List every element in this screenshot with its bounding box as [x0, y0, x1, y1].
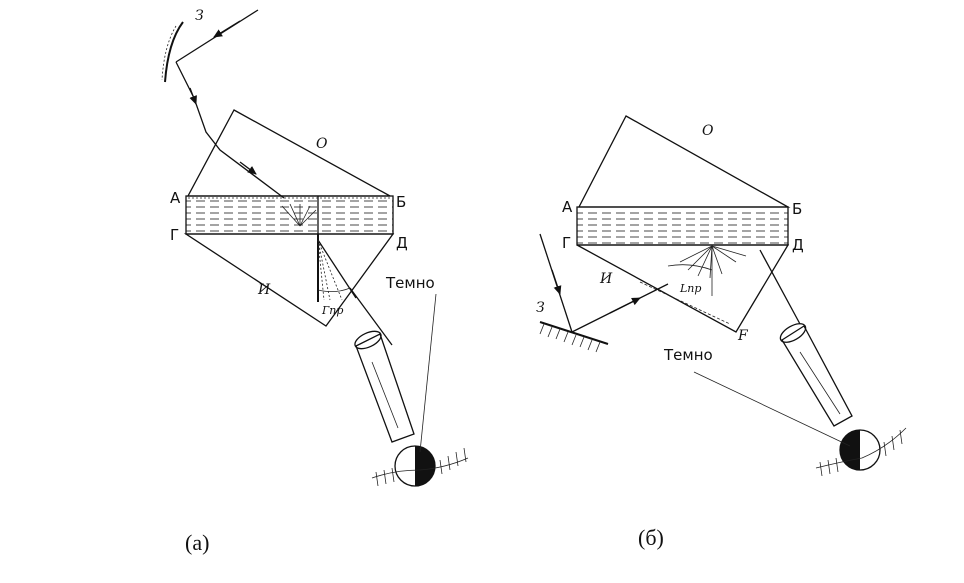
label-d-a: Д: [396, 234, 408, 252]
eyepiece-b: [779, 323, 853, 427]
mirror-a: [164, 21, 184, 83]
mirror-b: [539, 321, 609, 353]
panel-b: З О А Б Г Д И Lпр Темно F (б): [536, 115, 907, 550]
label-angle-a: Гпр: [321, 304, 343, 317]
label-a-a: А: [170, 189, 181, 207]
label-g-b: Г: [562, 234, 571, 252]
scatter-burst-a: [281, 203, 317, 227]
panel-a: З О А Б Г Д И Гпр Темно (а): [161, 8, 469, 555]
reflected-ray-a: [175, 61, 285, 199]
label-top-prism-a: О: [316, 136, 328, 152]
label-mirror-b: З: [536, 300, 545, 316]
label-bottom-prism-a: И: [257, 282, 271, 298]
label-b-a: Б: [396, 193, 406, 211]
bottom-prism-a: [183, 233, 395, 327]
exit-ray-a: [349, 287, 393, 346]
eye-b: [815, 427, 907, 477]
bottom-prism-b: [576, 244, 790, 333]
top-prism-a: [186, 109, 391, 197]
label-bottom-prism-b: И: [599, 271, 613, 287]
label-angle-b: Lпр: [679, 282, 701, 295]
exit-ray-b: [759, 249, 801, 325]
label-f-b: F: [737, 328, 749, 344]
label-top-prism-b: О: [702, 123, 714, 139]
top-prism-b: [577, 115, 791, 208]
caption-b: (б): [638, 525, 664, 550]
caption-a: (а): [185, 530, 209, 555]
label-dark-a: Темно: [385, 274, 435, 292]
liquid-layer-a: [185, 195, 394, 235]
liquid-layer-b: [576, 206, 789, 246]
label-d-b: Д: [792, 236, 804, 254]
label-dark-b: Темно: [663, 346, 713, 364]
eyepiece-a: [354, 330, 415, 443]
label-mirror-a: З: [195, 8, 204, 24]
eye-a: [371, 445, 469, 487]
incident-ray-a: [175, 9, 259, 63]
scatter-burst-b: [679, 245, 747, 279]
label-a-b: А: [562, 198, 573, 216]
label-b-b: Б: [792, 200, 802, 218]
label-g-a: Г: [170, 226, 179, 244]
